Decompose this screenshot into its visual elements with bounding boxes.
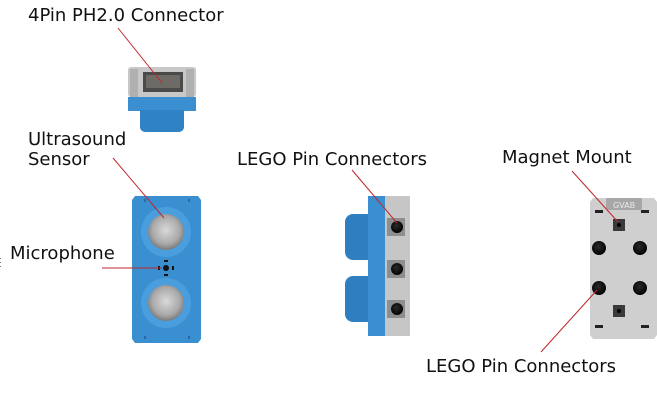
label-microphone: Microphone <box>10 243 115 264</box>
silkscreen-text: GVAB <box>613 201 635 210</box>
back-lego-pin <box>592 241 606 255</box>
sensor-back-view: GVAB <box>590 198 657 339</box>
leader-line-lego-side <box>351 169 398 224</box>
back-lego-pin <box>633 281 647 295</box>
leader-line-ultrasound <box>112 157 165 219</box>
leader-line-connector <box>117 27 163 84</box>
leader-lines <box>102 27 619 353</box>
ultrasound-transducer-top <box>148 214 184 250</box>
pin-header-label <box>606 198 642 210</box>
sensor-side-view <box>345 196 410 336</box>
label-magnet-mount: Magnet Mount <box>502 147 632 168</box>
leader-line-lego-back <box>540 289 598 353</box>
label-ultrasound-line2: Sensor <box>28 149 90 170</box>
sensor-front-view <box>132 196 201 343</box>
leader-line-magnet <box>571 170 619 223</box>
side-blue-body <box>368 196 390 336</box>
connector-plug <box>140 104 184 132</box>
side-lego-pin <box>387 300 405 318</box>
side-lego-pin <box>387 218 405 236</box>
label-lego-pins-side: LEGO Pin Connectors <box>237 149 428 170</box>
connector-top-view <box>128 67 196 132</box>
side-lego-pin <box>387 260 405 278</box>
ultrasound-transducer-bottom <box>148 285 184 321</box>
label-ultrasound-line1: Ultrasound <box>28 129 127 150</box>
edge-artifact <box>0 258 1 267</box>
label-lego-pins-back: LEGO Pin Connectors <box>426 356 617 377</box>
back-lego-pin <box>633 241 647 255</box>
back-body <box>590 198 657 339</box>
label-connector: 4Pin PH2.0 Connector <box>28 5 224 26</box>
